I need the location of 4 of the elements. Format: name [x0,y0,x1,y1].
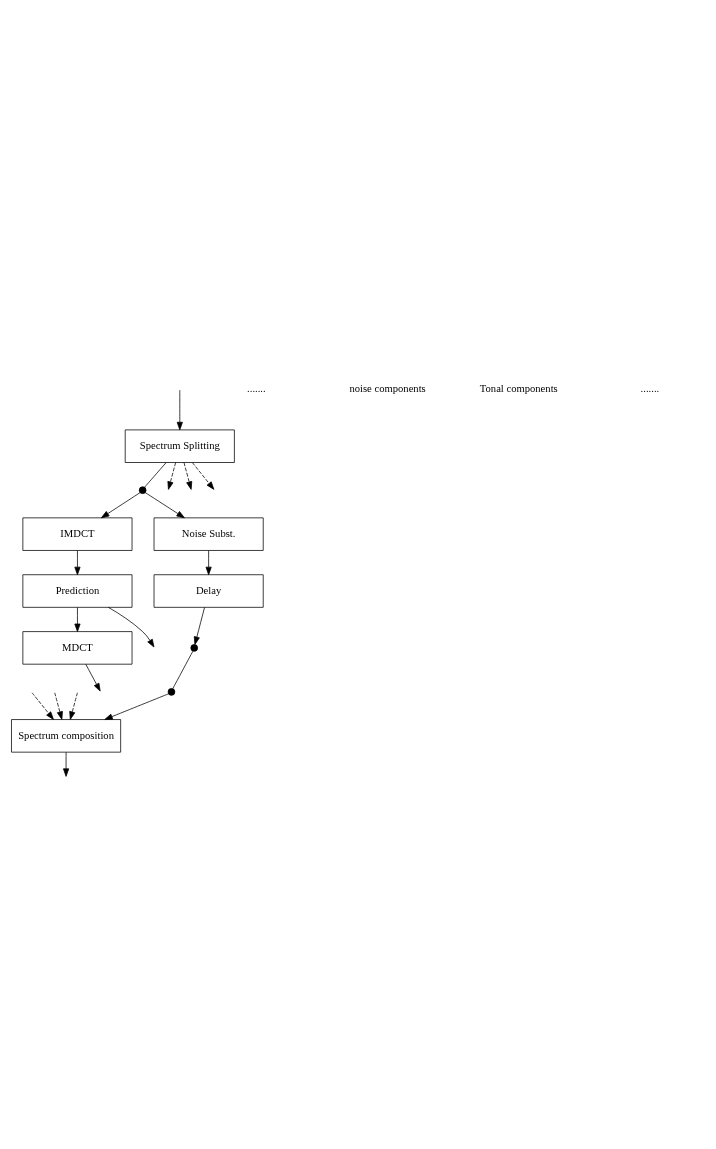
label: Tonal components [479,382,558,394]
label: ....... [247,382,266,394]
label: ....... [640,382,660,394]
label: noise components [349,382,426,394]
